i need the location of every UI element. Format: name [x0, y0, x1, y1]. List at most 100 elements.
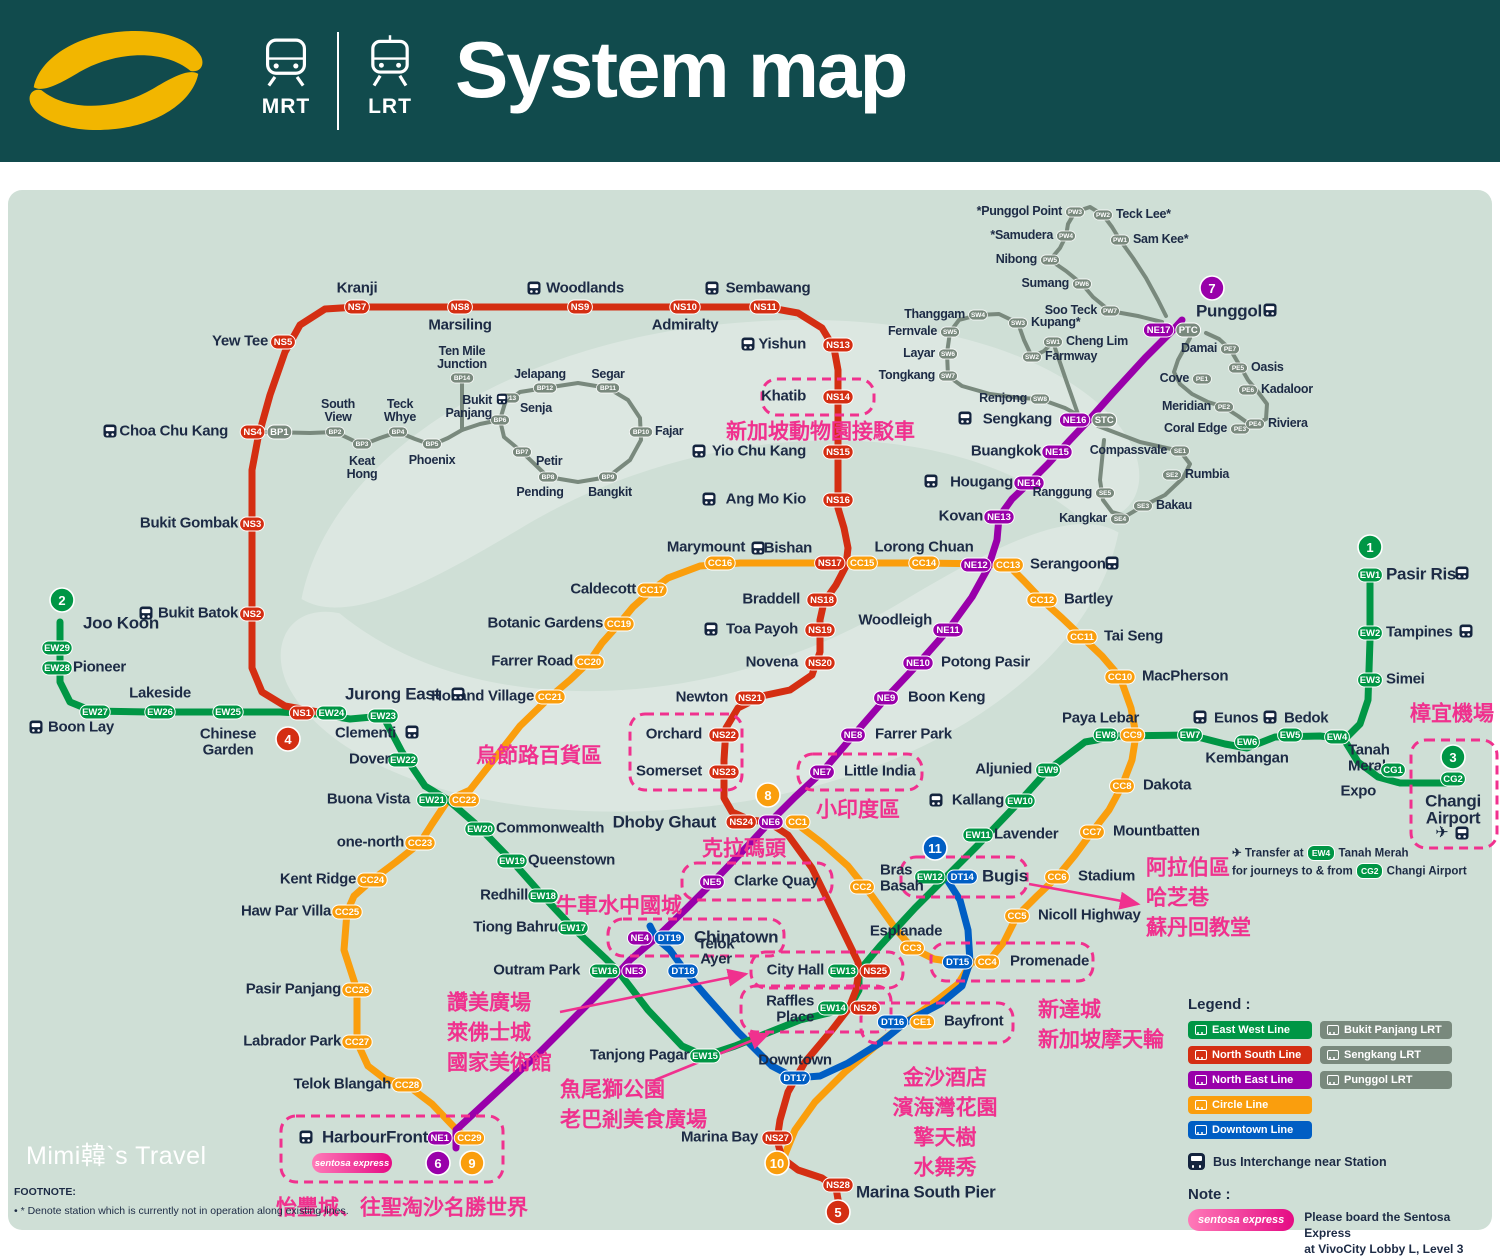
station-code-text: NS10 — [673, 302, 697, 313]
station-code-text: EW17 — [560, 923, 586, 934]
orchard-somerset-highlight — [628, 712, 744, 792]
bus-icon-window — [1461, 627, 1471, 632]
footnote-text: • * Denote station which is currently no… — [14, 1205, 349, 1217]
bus-icon-wheel — [1458, 835, 1461, 838]
chinatown-note: 牛車水中國城 — [556, 894, 682, 918]
station-code-badge — [1440, 771, 1466, 787]
bus-interchange-icon — [692, 444, 706, 458]
station-code-badge — [757, 814, 784, 830]
station-code-badge — [448, 792, 480, 808]
station-code-text: EW27 — [82, 707, 108, 718]
station-code-text: CC13 — [996, 560, 1020, 571]
bus-interchange-icon — [527, 281, 541, 295]
station-name: Kupang* — [1031, 315, 1081, 329]
bus-icon-window — [931, 796, 941, 801]
bus-icon-wheel — [749, 346, 752, 349]
bus-interchange-icon — [1263, 303, 1277, 317]
station-code-badge — [239, 424, 266, 440]
station-code-badge — [1056, 230, 1076, 242]
station-code-text: CC29 — [457, 1133, 481, 1144]
station-code-badge — [1357, 672, 1383, 688]
station-code-badge — [1104, 669, 1136, 685]
station-name: Segar — [591, 367, 625, 381]
station-name: Choa Chu Kang — [119, 423, 228, 440]
watermark-swoosh — [301, 319, 1140, 608]
station-name: one-north — [337, 834, 404, 851]
station-name: MacPherson — [1142, 668, 1228, 685]
station-code-text: NS11 — [753, 302, 777, 313]
station-code-text: NS4 — [243, 427, 262, 438]
legend-row: Downtown Line — [1188, 1121, 1496, 1139]
station-name: Changi — [1425, 792, 1481, 811]
station-name: Sam Kee* — [1133, 232, 1189, 246]
bus-icon-wheel — [498, 400, 501, 403]
station-name: Toa Payoh — [726, 621, 798, 638]
bus-icon-wheel — [712, 631, 715, 634]
station-name: Nibong — [996, 252, 1037, 266]
station-code-text: CC25 — [335, 907, 360, 918]
station-name: Sumang — [1021, 276, 1069, 290]
station-name: Bangkit — [588, 485, 633, 499]
bus-interchange-icon — [1188, 1153, 1205, 1170]
legend-item-north-south-line: North South Line — [1188, 1046, 1312, 1064]
line-sengkang-lrt-west — [945, 312, 1082, 418]
station-code-badge — [804, 655, 836, 671]
station-name: South — [321, 397, 355, 411]
legend-note-title: Note : — [1188, 1186, 1231, 1203]
marker-number: 3 — [1449, 750, 1456, 765]
station-name: Telok Blangah — [293, 1076, 391, 1093]
station-code-badge — [1109, 778, 1135, 794]
station-code-badge — [809, 764, 835, 780]
station-code-badge — [1100, 305, 1120, 317]
train-icon — [1327, 1025, 1339, 1035]
station-code-badge — [341, 1034, 373, 1050]
station-name: Whye — [384, 410, 416, 424]
author-watermark: Mimi韓`s Travel — [26, 1142, 207, 1170]
bus-icon-wheel — [307, 1139, 310, 1142]
marker-number: 1 — [1366, 540, 1373, 555]
station-code-text: SW6 — [941, 351, 955, 358]
station-name: Cove — [1160, 371, 1190, 385]
station-name: Lakeside — [129, 685, 191, 702]
bus-interchange-icon — [1105, 556, 1119, 570]
station-name: Nicoll Highway — [1038, 907, 1141, 924]
station-code-text: DT19 — [658, 933, 681, 944]
station-code-badge — [426, 1130, 453, 1146]
bus-icon-wheel — [695, 453, 698, 456]
marina-bay-attractions-note: 濱海灣花園 — [893, 1096, 998, 1120]
station-name: Boon Keng — [908, 689, 985, 706]
station-code-text: EW4 — [1327, 732, 1348, 743]
sentosa-express-logo: sentosa express — [1188, 1209, 1295, 1231]
station-code-badge — [1192, 373, 1212, 385]
station-code-text: CC8 — [1112, 781, 1131, 792]
station-code-text: SW8 — [1033, 396, 1047, 403]
station-name: Teck — [387, 397, 414, 411]
bus-icon-wheel — [937, 802, 940, 805]
station-code-text: NS14 — [826, 392, 850, 403]
station-code-badge — [899, 940, 925, 956]
little-india-highlight — [796, 752, 924, 792]
station-name: Novena — [746, 654, 799, 671]
station-code-text: SW2 — [1025, 354, 1039, 361]
station-name: Thanggam — [904, 307, 965, 321]
station-code-badge — [1041, 444, 1073, 460]
station-name: Pending — [516, 485, 563, 499]
station-name: Renjong — [979, 391, 1027, 405]
suntec-note: 新達城 — [1038, 998, 1101, 1022]
station-name: Riviera — [1268, 416, 1309, 430]
station-code-text: PW5 — [1043, 257, 1057, 264]
